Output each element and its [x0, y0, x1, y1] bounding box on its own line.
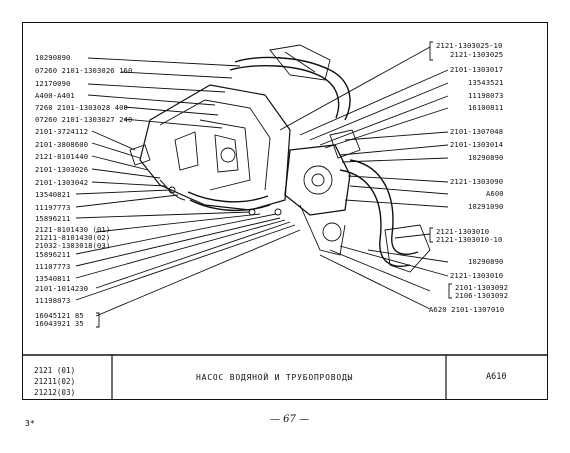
part-label: 2101-3808600: [35, 140, 89, 149]
part-label: 2121-1303010-10: [436, 235, 503, 244]
part-label: 11107773: [35, 262, 71, 271]
part-label: 13540821: [35, 190, 71, 199]
part-label: A620 2101-1307010: [429, 305, 505, 314]
part-label: 11197773: [35, 203, 71, 212]
model-designation: 21212(03): [34, 388, 76, 397]
part-label: 15896211: [35, 250, 71, 259]
part-label: 13543521: [468, 78, 504, 87]
part-label: 7260 2101-1303028 400: [35, 103, 128, 112]
part-label: 2121-1303025-10: [436, 41, 503, 50]
part-label: 2101-1307048: [450, 127, 504, 136]
part-label: 15896211: [35, 214, 71, 223]
part-label: 2121-1303025: [450, 50, 504, 59]
part-label: 16043921 35: [35, 319, 84, 328]
part-label: 2121-1303010: [436, 227, 490, 236]
part-label: 2121-1303090: [450, 177, 504, 186]
part-label: 10290890: [468, 153, 504, 162]
part-label: 12170090: [35, 79, 71, 88]
part-label: 11198073: [468, 91, 504, 100]
part-label: 2101-1014230: [35, 284, 89, 293]
page-number: — 67 —: [270, 414, 310, 425]
part-label: A600: [486, 189, 504, 198]
part-label: 2121-8101430 (01): [35, 225, 111, 234]
part-label: 16100811: [468, 103, 504, 112]
corner-mark: 3*: [25, 419, 35, 428]
part-label: 07260 2101-1303026 160: [35, 66, 133, 75]
part-label: 16045121 85: [35, 311, 84, 320]
part-label: 2101-1303026: [35, 165, 89, 174]
part-label: 11198073: [35, 296, 71, 305]
part-label: 2101-1303017: [450, 65, 504, 74]
part-label: 2121-8101440: [35, 152, 89, 161]
illustration-code: A610: [486, 372, 507, 382]
part-label: 07260 2101-1303027 240: [35, 115, 133, 124]
part-label: A400-A401: [35, 91, 75, 100]
part-label: 2101-1303092: [455, 283, 509, 292]
page-title: НАСОС ВОДЯНОЙ И ТРУБОПРОВОДЫ: [196, 373, 354, 382]
part-label: 21211-8101430(02): [35, 233, 111, 242]
model-designation: 21211(02): [34, 377, 76, 386]
part-label: 2106-1303092: [455, 291, 509, 300]
part-label: 2101-1303042: [35, 178, 89, 187]
part-label: 10290890: [35, 53, 71, 62]
part-label: 2101-3724112: [35, 127, 89, 136]
part-label: 10291090: [468, 202, 504, 211]
part-label: 21032-1303018(03): [35, 241, 111, 250]
model-designation: 2121 (01): [34, 366, 76, 375]
part-label: 2121-1303010: [450, 271, 504, 280]
part-label: 13540811: [35, 274, 71, 283]
part-label: 2101-1303014: [450, 140, 504, 149]
part-label: 10290890: [468, 257, 504, 266]
drawing-frame: [22, 22, 548, 400]
